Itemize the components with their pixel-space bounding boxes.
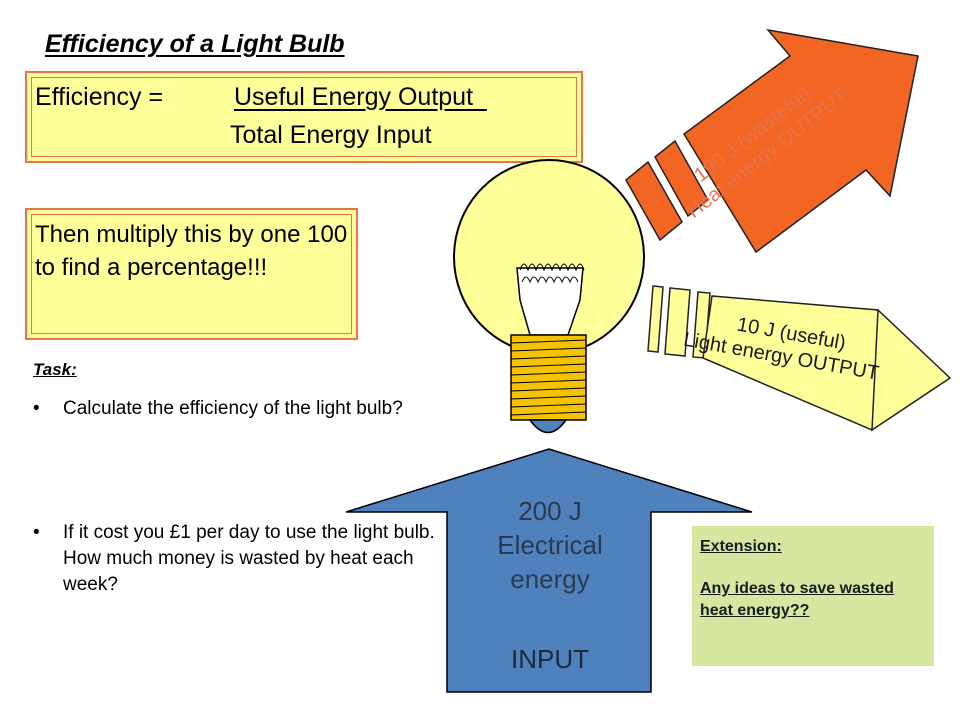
- input-label: INPUT: [511, 644, 589, 674]
- formula-numerator: Useful Energy Output: [234, 83, 487, 111]
- heat-arrow-text: 190 J (wasteful) Heat energy OUTPUT: [600, 0, 920, 300]
- input-arrow: [345, 448, 753, 693]
- extension-text: Any ideas to save wasted heat energy??: [700, 580, 894, 619]
- page-title: Efficiency of a Light Bulb: [45, 30, 345, 58]
- input-arrow-text: 200 J Electrical energy: [470, 494, 630, 596]
- input-value: 200 J: [518, 496, 582, 526]
- light-arrow: [647, 285, 952, 432]
- heat-value: 190 J (wasteful): [690, 82, 816, 187]
- task-item-2: If it cost you £1 per day to use the lig…: [63, 522, 435, 595]
- formula-box: [25, 71, 583, 163]
- bullet-icon: •: [33, 522, 40, 543]
- extension-box: [692, 526, 934, 666]
- formula-denominator: Total Energy Input: [230, 121, 432, 149]
- multiply-box: [25, 208, 358, 340]
- multiply-note: Then multiply this by one 100 to find a …: [35, 221, 348, 281]
- heat-arrow: [625, 28, 919, 254]
- light-bulb: [453, 159, 645, 434]
- bullet-icon: •: [33, 398, 40, 419]
- formula-label: Efficiency =: [35, 83, 164, 111]
- extension-heading: Extension:: [700, 538, 782, 555]
- input-kind: Electrical energy: [497, 530, 603, 594]
- task-item-1: Calculate the efficiency of the light bu…: [63, 398, 403, 419]
- heat-kind: Heat energy OUTPUT: [683, 84, 852, 223]
- task-heading: Task:: [33, 360, 77, 379]
